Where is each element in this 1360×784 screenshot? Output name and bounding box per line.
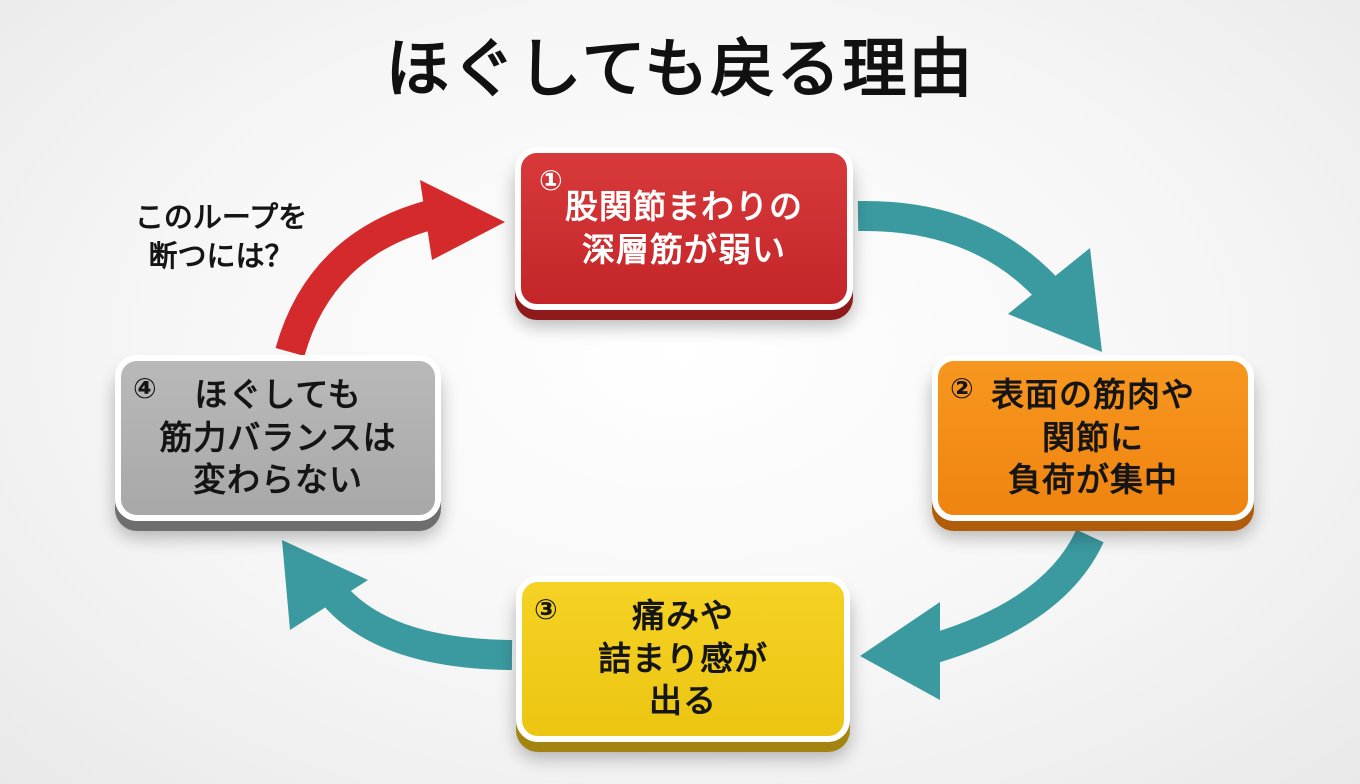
step-card-2: ② 表面の筋肉や 関節に 負荷が集中	[932, 355, 1254, 521]
arrow-4-to-1	[275, 180, 505, 357]
step-card-4: ④ ほぐしても 筋力バランスは 変わらない	[115, 355, 441, 521]
arrow-3-to-4	[282, 540, 513, 670]
step-number-1: ①	[539, 164, 563, 197]
step-text-1: 股関節まわりの 深層筋が弱い	[565, 186, 803, 269]
arrow-2-to-3	[860, 529, 1104, 700]
step-text-3: 痛みや 詰まり感が 出る	[598, 595, 768, 721]
step-text-4: ほぐしても 筋力バランスは 変わらない	[159, 374, 397, 500]
step-number-4: ④	[133, 372, 157, 405]
step-number-2: ②	[950, 372, 974, 405]
step-card-3: ③ 痛みや 詰まり感が 出る	[516, 576, 850, 742]
step-number-3: ③	[534, 593, 558, 626]
arrow-1-to-2	[857, 200, 1102, 352]
loop-question: このループを 断つには？	[134, 200, 308, 274]
diagram-title: ほぐしても戻る理由	[385, 33, 975, 107]
step-card-1: ① 股関節まわりの 深層筋が弱い	[515, 147, 853, 310]
step-text-2: 表面の筋肉や 関節に 負荷が集中	[991, 374, 1195, 500]
